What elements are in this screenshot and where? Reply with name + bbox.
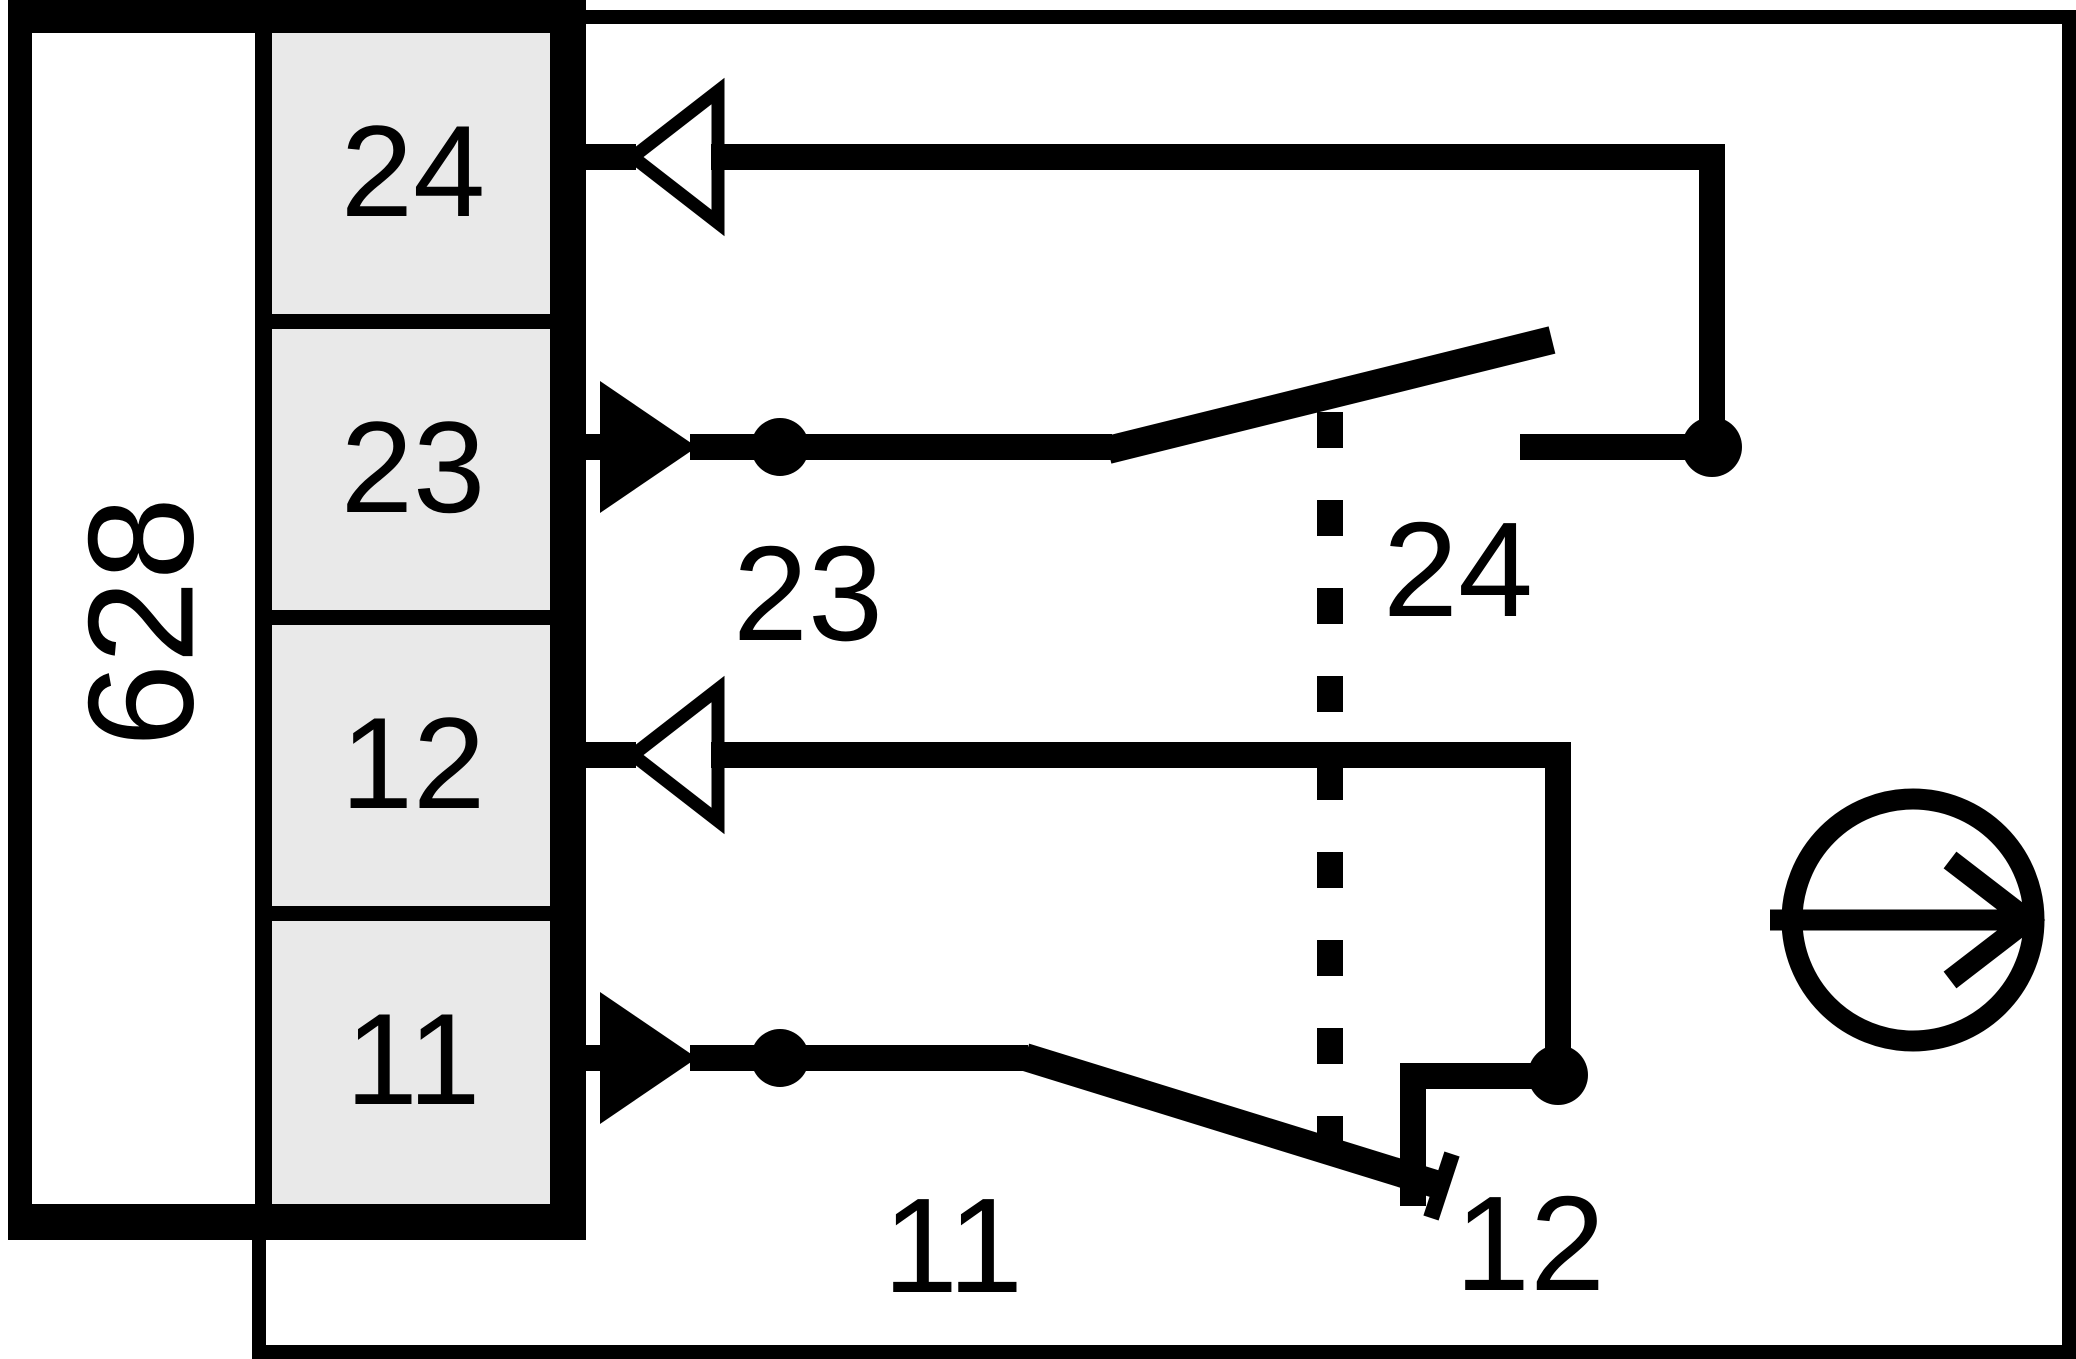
body-left-border bbox=[8, 0, 32, 1240]
wire-24-route bbox=[711, 144, 1725, 440]
terminal-label-24: 24 bbox=[341, 98, 486, 244]
actuation-direction-icon bbox=[1770, 788, 2046, 1052]
switch-body-box bbox=[8, 0, 586, 1240]
terminal-cell-23 bbox=[272, 329, 550, 610]
direction-arrow-head bbox=[1943, 851, 2046, 989]
contact-dot-23 bbox=[751, 418, 809, 476]
no-contact-left-label: 23 bbox=[733, 518, 883, 669]
nc-blade-tip-tick bbox=[1423, 1151, 1460, 1221]
no-contact-blade bbox=[1104, 326, 1556, 464]
open-arrow-left-icon bbox=[622, 675, 725, 835]
terminal-cell-24 bbox=[272, 33, 550, 314]
terminal-strip: 24 23 12 11 bbox=[255, 0, 586, 1240]
terminal-label-12: 12 bbox=[341, 690, 486, 836]
outer-frame bbox=[252, 10, 2076, 1359]
terminal-cell-11 bbox=[272, 921, 550, 1204]
wire-12-route bbox=[711, 742, 1571, 1048]
frame-bottom-border bbox=[252, 1345, 2076, 1359]
frame-right-border bbox=[2062, 10, 2076, 1359]
nc-contact-11-12 bbox=[586, 675, 1588, 1221]
terminal-label-23: 23 bbox=[341, 394, 486, 540]
frame-top-border bbox=[560, 10, 2076, 24]
body-top-border bbox=[8, 0, 586, 33]
filled-arrow-right-icon bbox=[600, 992, 697, 1124]
contact-dot-24 bbox=[1682, 417, 1742, 477]
nc-contact-left-label: 11 bbox=[883, 1170, 1023, 1321]
body-bottom-border bbox=[8, 1204, 586, 1240]
no-contact-right-label: 24 bbox=[1383, 494, 1533, 645]
open-arrow-left-icon bbox=[622, 77, 725, 237]
device-model-label: 628 bbox=[57, 497, 225, 747]
no-contact-23-24 bbox=[586, 77, 1742, 513]
terminal-cell-12 bbox=[272, 625, 550, 906]
filled-arrow-right-icon bbox=[600, 381, 697, 513]
contact-dot-11 bbox=[751, 1029, 809, 1087]
nc-contact-right-label: 12 bbox=[1455, 1168, 1605, 1319]
terminal-strip-right-bar bbox=[550, 0, 586, 1240]
frame-left-lower-border bbox=[252, 1240, 266, 1359]
nc-contact-blade bbox=[1020, 1043, 1447, 1200]
terminal-label-11: 11 bbox=[346, 986, 481, 1132]
